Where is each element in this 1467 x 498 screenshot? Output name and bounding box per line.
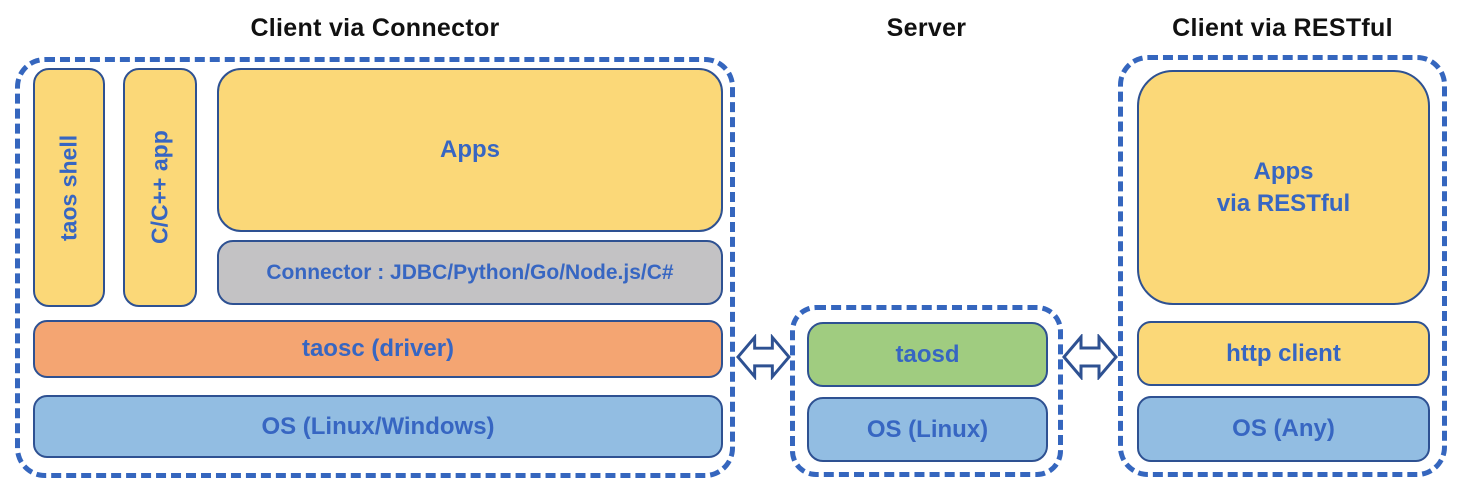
apps-box: Apps (217, 68, 723, 232)
cpp-app-box: C/C++ app (123, 68, 197, 307)
os-linux-windows-box: OS (Linux/Windows) (33, 395, 723, 458)
taosc-driver-box: taosc (driver) (33, 320, 723, 378)
server-group (790, 305, 1063, 477)
apps-via-restful-line2: via RESTful (1216, 189, 1351, 217)
client-via-connector-group (15, 57, 735, 478)
taosd-box: taosd (807, 322, 1048, 387)
section-title-client-via-restful: Client via RESTful (1172, 14, 1393, 42)
os-linux-box: OS (Linux) (807, 397, 1048, 462)
bidirectional-arrow-icon-right (1062, 334, 1118, 380)
bidirectional-arrow-icon-left (736, 334, 791, 380)
section-title-server: Server (886, 14, 967, 42)
section-title-client-via-connector: Client via Connector (250, 14, 500, 42)
apps-via-restful-box: Apps via RESTful (1137, 70, 1430, 305)
client-via-restful-group (1118, 55, 1447, 477)
http-client-box: http client (1137, 321, 1430, 386)
taos-shell-box: taos shell (33, 68, 105, 307)
os-any-box: OS (Any) (1137, 396, 1430, 462)
connector-box: Connector : JDBC/Python/Go/Node.js/C# (217, 240, 723, 305)
apps-via-restful-line1: Apps (1253, 158, 1314, 186)
